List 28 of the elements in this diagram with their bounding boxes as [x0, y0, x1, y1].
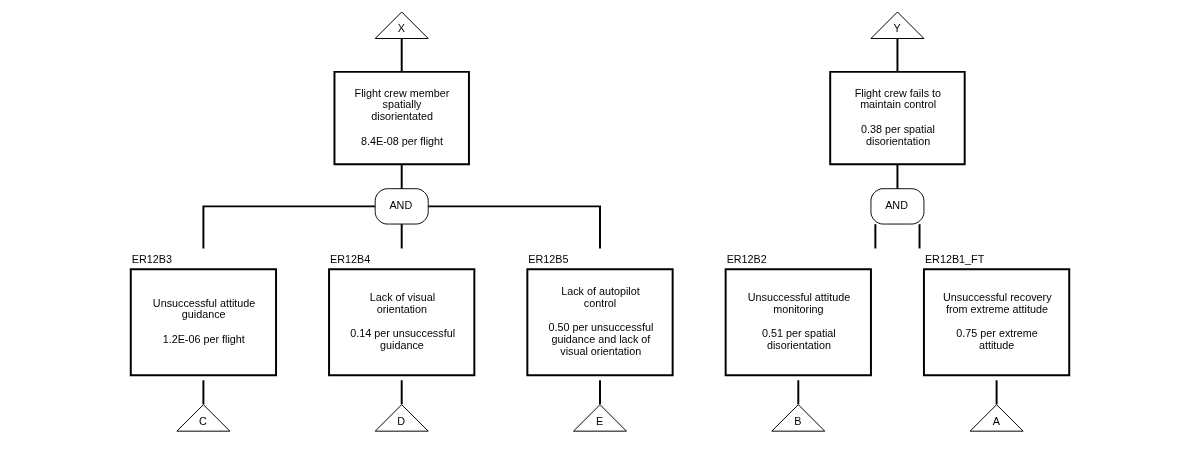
node-box: Unsuccessful attitude guidance 1.2E-06 per flight	[129, 268, 278, 377]
node-box: Lack of visual orientation 0.14 per unsuccessful guidance	[328, 268, 476, 377]
connector	[427, 205, 601, 250]
connector	[599, 379, 601, 406]
node-box: Flight crew member spatially disorientated 8.4E-08 per flight	[333, 70, 470, 166]
node-label: ER12B5	[528, 253, 569, 266]
connector	[896, 163, 899, 190]
node-label: ER12B3	[131, 253, 172, 266]
node-label: ER12B2	[726, 253, 767, 266]
connector	[400, 163, 403, 190]
node-box: AND	[374, 188, 429, 225]
node-box: Lack of autopilot control 0.50 per unsuccessful guidance and lack of visual orientation	[526, 268, 674, 377]
node-box: Unsuccessful recovery from extreme attitude 0.75 per extreme attitude	[922, 268, 1071, 377]
connector	[797, 379, 800, 406]
node-box: Flight crew fails to maintain control 0.38 per spatial disorientation	[829, 70, 966, 166]
node-label: ER12B4	[330, 253, 371, 266]
connector	[874, 223, 877, 250]
connector	[400, 223, 403, 250]
connector	[995, 379, 998, 406]
node-label: ER12B1_FT	[924, 253, 985, 266]
node-box: Unsuccessful attitude monitoring 0.51 per spatial disorientation	[724, 268, 872, 377]
connector	[400, 379, 403, 406]
connector	[400, 37, 403, 73]
connector	[918, 223, 921, 250]
connector	[896, 37, 899, 73]
connector	[202, 205, 376, 250]
connector	[202, 379, 205, 406]
node-box: AND	[870, 188, 925, 225]
